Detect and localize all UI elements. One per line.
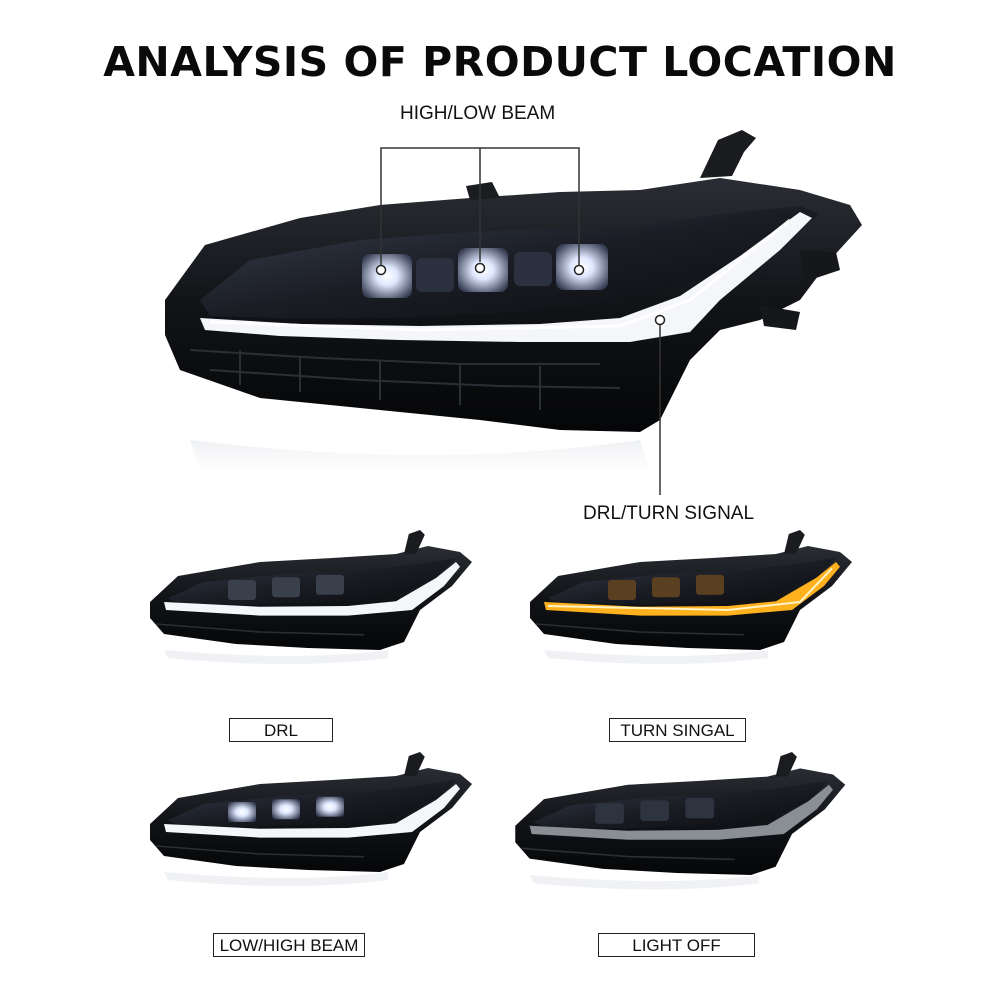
beam-callout-label: HIGH/LOW BEAM [400,103,556,124]
variant-label-off: LIGHT OFF [598,933,755,957]
main-side-mount [800,250,840,282]
main-lens [200,206,820,318]
main-lower-details [189,349,621,410]
beam-marker-right [573,264,585,276]
beam-marker-center [474,262,486,274]
main-reflection [190,440,650,485]
variant-off-image [515,752,846,890]
main-center-mount [466,182,500,200]
main-drl-highlight [209,218,791,332]
variant-drl-image [150,530,472,664]
main-projector-gap-2 [514,252,552,286]
beam-callout-lines [380,147,580,266]
main-top-mount [700,130,756,178]
variant-label-beam: LOW/HIGH BEAM [213,933,365,957]
variant-label-turn: TURN SINGAL [609,718,746,742]
drl-marker [654,314,666,326]
main-lower-mount [760,305,800,330]
main-projector-gap-1 [416,258,454,292]
variant-turn-image [530,530,852,664]
main-projector-left [362,254,412,298]
drl-turn-callout-label: DRL/TURN SIGNAL [583,503,755,524]
variant-beam-image [150,752,472,886]
main-drl-strip [200,212,812,342]
variant-label-drl: DRL [229,718,333,742]
page-title: ANALYSIS OF PRODUCT LOCATION [103,38,897,86]
main-projectors [362,244,608,298]
beam-marker-left [375,264,387,276]
